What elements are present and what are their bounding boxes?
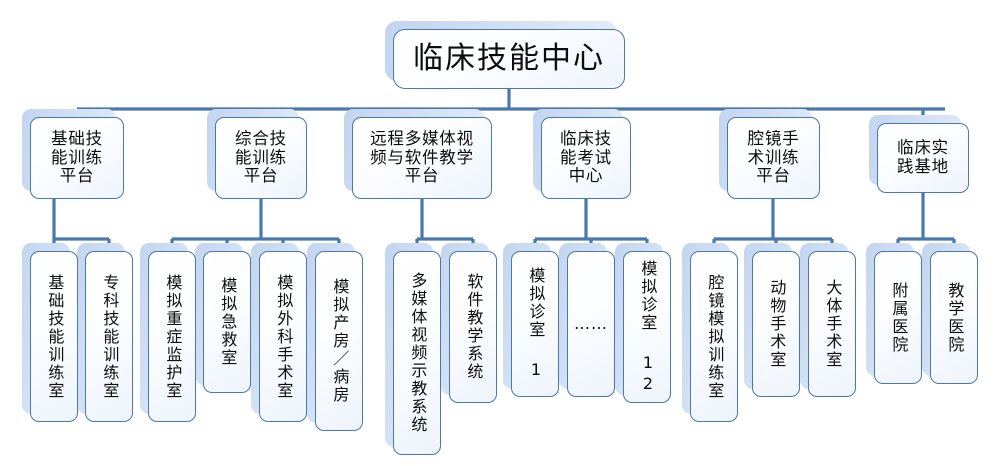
leaf-node-label: 大体手术室 — [823, 279, 843, 369]
leaf-node-sim-clinic-12[interactable]: 模拟诊室 12 — [623, 251, 671, 403]
leaf-node-endoscopic-sim-training-room[interactable]: 腔镜模拟训练室 — [690, 251, 738, 422]
platform-node-label: 综合技 能训练 平台 — [235, 128, 287, 186]
platform-node-label: 临床技 能考试 中心 — [560, 128, 612, 186]
leaf-node-multimedia-video-demo-system[interactable]: 多媒体视频示教系统 — [393, 251, 441, 455]
leaf-node-affiliated-hospital[interactable]: 附属医院 — [874, 251, 922, 384]
leaf-node-label: 腔镜模拟训练室 — [705, 273, 725, 400]
platform-node-label: 基础技 能训练 平台 — [51, 128, 103, 186]
root-node[interactable]: 临床技能中心 — [393, 29, 625, 89]
platform-node-label: 远程多媒体视 频与软件教学 平台 — [370, 128, 474, 186]
leaf-node-animal-surgery-room[interactable]: 动物手术室 — [752, 251, 800, 397]
leaf-node-label: 动物手术室 — [767, 279, 787, 369]
platform-node-clinical-skills-exam-center[interactable]: 临床技 能考试 中心 — [541, 117, 631, 199]
leaf-node-label: 基础技能训练室 — [45, 273, 65, 400]
leaf-node-label: 模拟急救室 — [218, 277, 238, 367]
leaf-node-sim-emergency-room[interactable]: 模拟急救室 — [203, 251, 251, 393]
leaf-node-sim-delivery-ward[interactable]: 模拟产房／病房 — [315, 251, 363, 431]
leaf-node-label: 专科技能训练室 — [100, 273, 120, 400]
leaf-node-label: 模拟产房／病房 — [330, 278, 350, 404]
leaf-node-label: 多媒体视频示教系统 — [408, 272, 428, 434]
leaf-node-specialty-skills-room[interactable]: 专科技能训练室 — [85, 251, 133, 422]
platform-node-label: 临床实 践基地 — [897, 138, 949, 176]
platform-node-remote-multimedia-platform[interactable]: 远程多媒体视 频与软件教学 平台 — [352, 117, 492, 199]
leaf-node-sim-icu[interactable]: 模拟重症监护室 — [148, 251, 196, 422]
root-node-label: 临床技能中心 — [413, 40, 605, 76]
leaf-node-label: 模拟重症监护室 — [163, 273, 183, 400]
leaf-node-label: 模拟诊室 1 — [526, 267, 546, 381]
leaf-node-label: …… — [574, 313, 608, 333]
leaf-node-basic-skills-room[interactable]: 基础技能训练室 — [30, 251, 78, 422]
leaf-node-sim-clinic-ellipsis[interactable]: …… — [567, 251, 615, 397]
leaf-node-label: 软件教学系统 — [464, 273, 484, 381]
leaf-node-label: 附属医院 — [889, 281, 909, 354]
leaf-node-teaching-hospital[interactable]: 教学医院 — [930, 251, 978, 384]
leaf-node-sim-surgery-room[interactable]: 模拟外科手术室 — [259, 251, 307, 422]
platform-node-label: 腔镜手 术训练 平台 — [747, 128, 800, 186]
leaf-node-label: 模拟诊室 12 — [638, 259, 658, 395]
leaf-node-software-teaching-system[interactable]: 软件教学系统 — [449, 251, 497, 403]
platform-node-comprehensive-skills-platform[interactable]: 综合技 能训练 平台 — [215, 117, 307, 199]
leaf-node-label: 模拟外科手术室 — [274, 273, 294, 400]
platform-node-basic-skills-platform[interactable]: 基础技 能训练 平台 — [30, 117, 124, 199]
leaf-node-sim-clinic-1[interactable]: 模拟诊室 1 — [511, 251, 559, 397]
leaf-node-label: 教学医院 — [945, 281, 965, 354]
platform-node-clinical-practice-base[interactable]: 临床实 践基地 — [877, 123, 969, 193]
platform-node-endoscopic-surgery-platform[interactable]: 腔镜手 术训练 平台 — [727, 117, 820, 199]
leaf-node-gross-anatomy-surgery-room[interactable]: 大体手术室 — [808, 251, 856, 397]
